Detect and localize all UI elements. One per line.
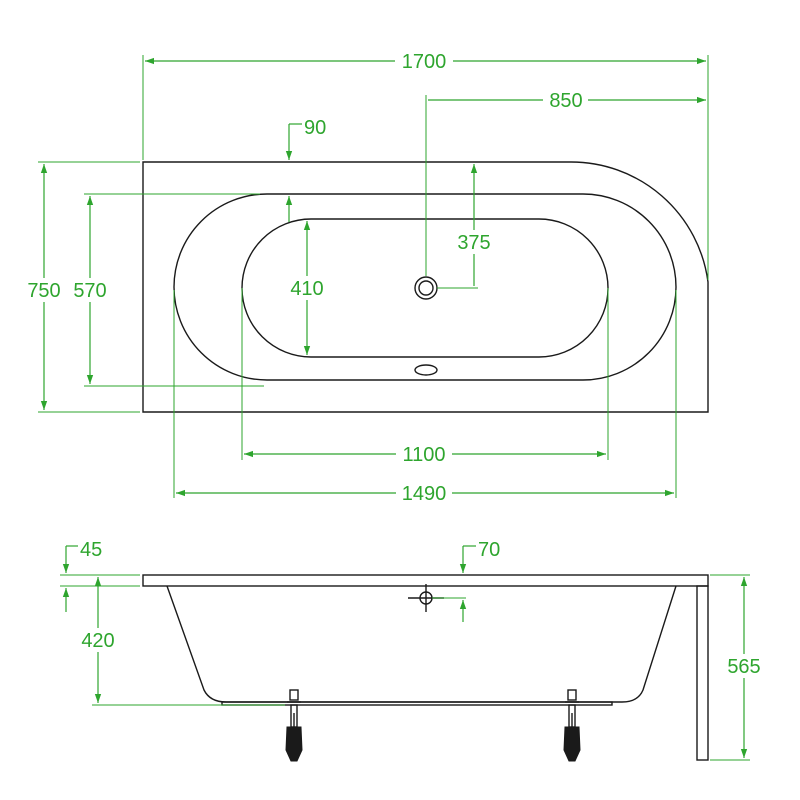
side-view-dimensions: 45 70 420 565 [60, 539, 766, 761]
dim-label-outer-basin-length: 1490 [402, 483, 447, 505]
top-view-rim-outline [142, 161, 709, 413]
side-view-basin [166, 585, 677, 703]
dim-label-inner-basin-width: 410 [290, 278, 323, 300]
dim-label-overflow-offset: 70 [478, 539, 500, 561]
outer-basin-outline [173, 193, 677, 381]
right-leg-icon [563, 689, 581, 762]
dim-label-overall-length: 1700 [402, 51, 447, 73]
dim-label-drain-vertical: 375 [457, 232, 490, 254]
dim-label-drain-offset: 850 [549, 90, 582, 112]
side-view [142, 574, 709, 762]
dim-label-rim-width: 90 [304, 117, 326, 139]
dim-label-basin-depth: 420 [81, 630, 114, 652]
dim-label-inner-basin-length: 1100 [402, 444, 445, 466]
overflow-icon [414, 364, 438, 376]
drain-icon [414, 276, 438, 300]
side-view-base [221, 701, 613, 706]
dim-label-rim-thickness: 45 [80, 539, 102, 561]
side-view-apron [696, 585, 709, 761]
left-leg-icon [285, 689, 303, 762]
dim-label-overall-width: 750 [27, 280, 60, 302]
top-view-dimensions: 1700 850 90 750 570 410 375 [22, 48, 709, 505]
dim-label-total-height: 565 [727, 656, 760, 678]
dim-label-outer-basin-width: 570 [73, 280, 106, 302]
